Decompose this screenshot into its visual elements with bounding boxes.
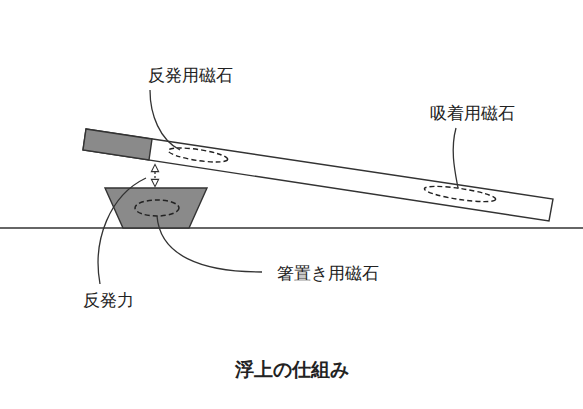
chopstick (83, 129, 553, 221)
attract-magnet (424, 183, 497, 205)
part-label: 反発力 (83, 290, 134, 310)
caption: 浮上の仕組み (235, 358, 349, 381)
ground-line (0, 227, 583, 228)
part-label: 反発用磁石 (148, 65, 233, 85)
leader-line (150, 90, 180, 150)
repulsion-arrow (154, 168, 155, 183)
rest-magnet (135, 200, 179, 216)
part-label: 吸着用磁石 (430, 103, 515, 123)
chopstick-rest (105, 188, 207, 228)
leader-line (157, 216, 262, 272)
leader-line (453, 128, 458, 188)
part-label: 箸置き用磁石 (277, 263, 379, 283)
chopstick-tip (83, 129, 152, 160)
leader-line (98, 178, 146, 284)
